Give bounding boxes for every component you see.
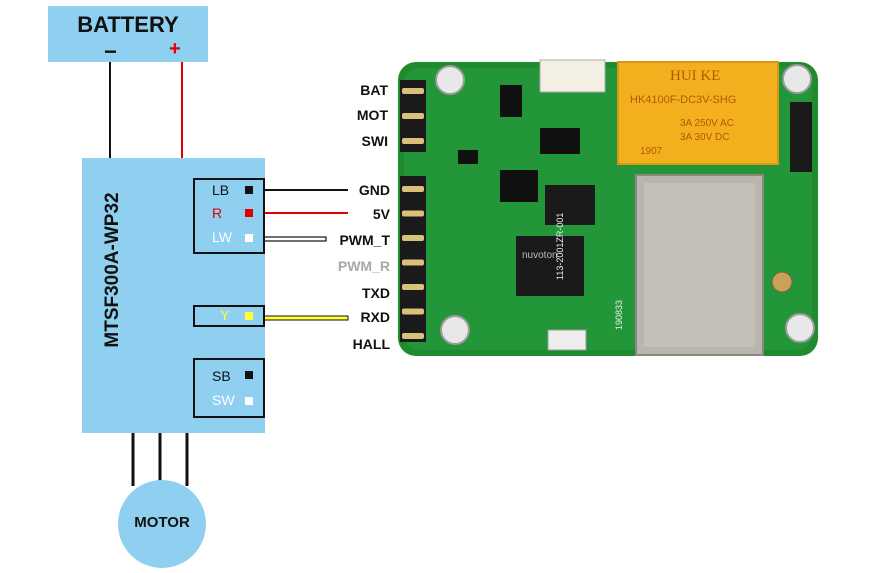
lower-pin-group (193, 358, 265, 418)
mount-hole (440, 315, 470, 345)
y-pin-group (193, 305, 265, 327)
main-header-pin (402, 333, 424, 339)
header-label-swi: SWI (361, 133, 388, 149)
jst-connector (539, 59, 606, 93)
pin-y-label: Y (220, 307, 230, 323)
chip-brand: nuvoton (522, 250, 558, 261)
controller-model: MTSF300A-WP32 (102, 192, 123, 348)
motor-label: MOTOR (134, 514, 190, 531)
header-label-pwm-t: PWM_T (339, 232, 390, 248)
header-label-mot: MOT (356, 107, 388, 123)
main-header-pin (402, 210, 424, 217)
relay-model: HK4100F-DC3V-SHG (630, 94, 737, 106)
mcu-chip (516, 236, 584, 296)
pin-sw-label: SW (212, 392, 235, 408)
controller-box (82, 158, 265, 433)
header-label-bat: BAT (360, 82, 388, 98)
motor-circle: MOTOR (118, 480, 206, 568)
pin-sw-marker (245, 397, 253, 405)
pcb-board (398, 59, 818, 356)
relay (617, 61, 779, 165)
mount-hole (785, 313, 815, 343)
main-header-pin (402, 284, 424, 290)
relay-rating-ac: 3A 250V AC (680, 118, 734, 129)
main-header-pin (402, 235, 424, 241)
pin-lw-label: LW (212, 229, 232, 245)
header-label-pwm-r: PWM_R (337, 258, 390, 274)
pin-r-marker (245, 209, 253, 217)
battery-title: BATTERY (77, 12, 179, 37)
header-label-rxd: RXD (360, 309, 390, 325)
pin-y-marker (245, 312, 253, 320)
pin-lb-label: LB (212, 182, 230, 198)
board-date: 190833 (614, 299, 624, 330)
header-label-gnd: GND (358, 182, 390, 198)
right-header (790, 102, 812, 172)
header-label-5v: 5V (372, 206, 390, 222)
relay-rating-dc: 3A 30V DC (680, 132, 730, 143)
main-header-pin (402, 259, 424, 266)
battery-negative-label: − (104, 39, 117, 64)
pin-sb-marker (245, 371, 253, 379)
antenna-connector (771, 271, 793, 293)
header-label-hall: HALL (352, 336, 390, 352)
mount-hole (435, 65, 465, 95)
pin-sb-label: SB (212, 368, 231, 384)
top-header-pin (402, 113, 424, 119)
battery-box: BATTERY − + (48, 6, 208, 64)
pin-lb-marker (245, 186, 253, 194)
mount-hole (782, 64, 812, 94)
relay-date: 1907 (640, 146, 663, 157)
header-label-txd: TXD (362, 285, 390, 301)
pin-r-label: R (212, 205, 223, 221)
top-header-pin (402, 138, 424, 144)
relay-brand: HUI KE (670, 68, 721, 84)
board-id: 113-2001ZR-001 (555, 212, 565, 280)
pin-lw-marker (245, 234, 253, 242)
upper-pin-group (193, 178, 265, 254)
main-header-pin (402, 308, 424, 315)
battery-positive-label: + (169, 38, 181, 60)
main-header-pin (402, 186, 424, 192)
top-header-pin (402, 88, 424, 94)
